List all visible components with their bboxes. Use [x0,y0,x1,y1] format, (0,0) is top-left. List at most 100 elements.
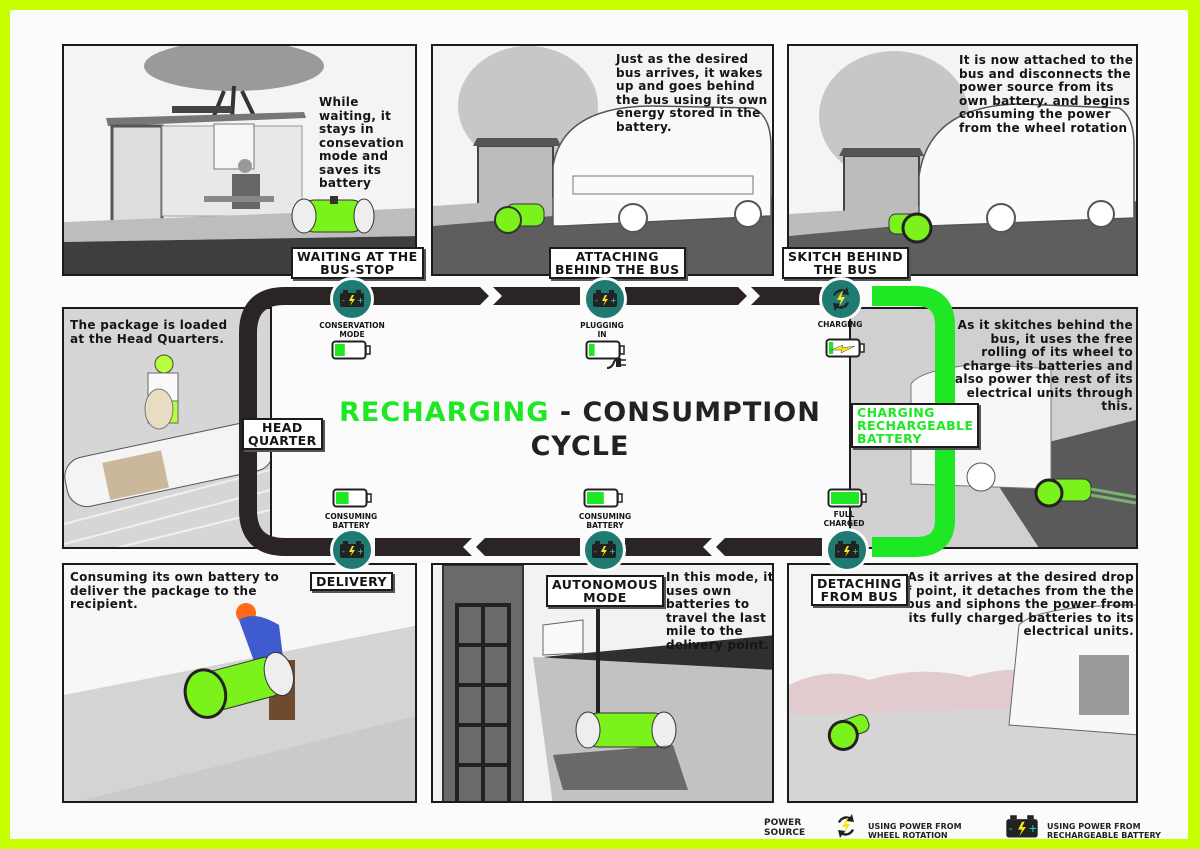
panel-caption: In this mode, it uses own batteries to t… [666,570,774,652]
robot-pod [575,711,677,749]
svg-text:+: + [610,296,617,305]
track-arrow [493,287,580,305]
label-line: PLUGGING [580,321,624,330]
tag-line: BUS-STOP [320,262,395,277]
battery-icon: -+ [340,541,364,558]
panel-caption: Consuming its own battery to deliver the… [70,570,280,611]
legend-label-line: RECHARGEABLE BATTERY [1047,831,1161,840]
label-line: CHARGED [823,519,865,528]
robot-pod [494,203,545,234]
tag-line: ATTACHING [575,249,659,264]
autonomous-scene [442,565,772,801]
tag-line: DETACHING [817,576,902,591]
charging-scene [851,309,1136,547]
tag-line: HEAD [261,420,303,435]
label-line: BATTERY [586,521,624,530]
svg-text:-: - [342,547,345,556]
svg-text:+: + [357,547,364,556]
panel-caption: As it arrives at the desired drop of poi… [897,570,1134,638]
battery-icon: -+ [1006,815,1038,838]
panel-skitch: It is now attached to the bus and discon… [787,44,1138,276]
robot-pod [827,714,870,751]
battery-fill [335,344,345,356]
legend-label-line: USING POWER FROM [1047,822,1141,831]
tag-line: FROM BUS [820,589,899,604]
svg-text:-: - [837,547,840,556]
panel-caption: It is now attached to the bus and discon… [959,53,1134,135]
title-line2: CYCLE [530,431,630,462]
tag-line: DELIVERY [316,574,387,589]
tag-attaching-behind-bus: ATTACHING BEHIND THE BUS [549,247,686,279]
panel-caption: As it skitches behind the bus, it uses t… [954,318,1133,413]
battery-icon: -+ [835,541,859,558]
legend-heading-line: SOURCE [764,828,806,838]
track-arrow [476,538,580,556]
node-charging [819,277,863,321]
label-line: CONSERVATION [319,321,385,330]
legend-label-line: USING POWER FROM [868,822,962,831]
title-separator: - [549,397,583,428]
title-highlight: RECHARGING [339,397,550,428]
tag-line: THE BUS [813,262,878,277]
node-label-conservation: CONSERVATION MODE [312,321,392,339]
node-plugging: -+ [583,277,627,321]
battery-fill [829,342,834,354]
battery-fill [587,492,604,504]
track-arrow [625,538,712,556]
panel-charging: As it skitches behind the bus, it uses t… [849,307,1138,549]
battery-level-icon [827,488,867,508]
track-arrow [375,538,472,556]
battery-level-icon [332,488,372,508]
svg-text:+: + [852,547,859,556]
node-detaching: -+ [825,528,869,572]
robot-pod [183,651,295,719]
wheel-rotation-icon [838,814,854,838]
tag-line: BATTERY [857,431,922,446]
battery-icon: -+ [340,290,364,307]
node-label-plugging: PLUGGING IN [562,321,642,339]
bus-stop-sign [172,106,232,113]
svg-text:+: + [357,296,364,305]
battery-icon: -+ [593,290,617,307]
battery-fill [589,344,595,356]
tag-delivery: DELIVERY [310,572,393,591]
tag-line: BEHIND THE BUS [555,262,680,277]
tag-detaching-from-bus: DETACHING FROM BUS [811,574,908,606]
svg-text:-: - [594,547,597,556]
title-rest: CONSUMPTION [582,397,821,428]
svg-text:+: + [1029,823,1038,835]
label-line: CONSUMING [324,512,378,521]
panel-headquarter: The package is loaded at the Head Quarte… [62,307,272,549]
bus-stop-scene [64,46,415,274]
tag-head-quarter: HEAD QUARTER [242,418,323,450]
track-arrow [716,538,822,556]
tag-autonomous-mode: AUTONOMOUS MODE [546,575,664,607]
legend-item-battery: USING POWER FROM RECHARGEABLE BATTERY [1047,822,1161,840]
node-delivery: -+ [330,528,374,572]
battery-level-icon [585,340,625,360]
svg-text:-: - [595,296,598,305]
node-label-consuming-2: CONSUMING BATTERY [565,512,645,530]
label-line: CHARGING [817,320,863,329]
tag-line: RECHARGEABLE [857,418,974,433]
battery-level-icon [825,338,865,358]
tag-charging-rechargeable-battery: CHARGING RECHARGEABLE BATTERY [851,403,980,448]
battery-level-icon [331,340,371,360]
panel-waiting: While waiting, it stays in consevation m… [62,44,417,276]
lightning-icon [830,344,856,354]
tag-line: AUTONOMOUS [552,577,658,592]
legend-label-line: WHEEL ROTATION [868,831,948,840]
robot-pod [291,196,375,234]
tag-line: WAITING AT THE [297,249,418,264]
plug-icon [606,358,626,369]
node-label-consuming-1: CONSUMING BATTERY [311,512,391,530]
panel-caption: While waiting, it stays in consevation m… [319,95,405,190]
tag-skitch-behind-bus: SKITCH BEHIND THE BUS [782,247,910,279]
bus-attach-scene [433,46,772,274]
panel-delivery: Consuming its own battery to deliver the… [62,563,417,803]
legend-heading-line: POWER [764,818,802,828]
diagram-title: RECHARGING - CONSUMPTION CYCLE [320,396,840,464]
tag-line: MODE [583,590,627,605]
node-conservation: -+ [330,277,374,321]
track-arrow [751,287,822,305]
